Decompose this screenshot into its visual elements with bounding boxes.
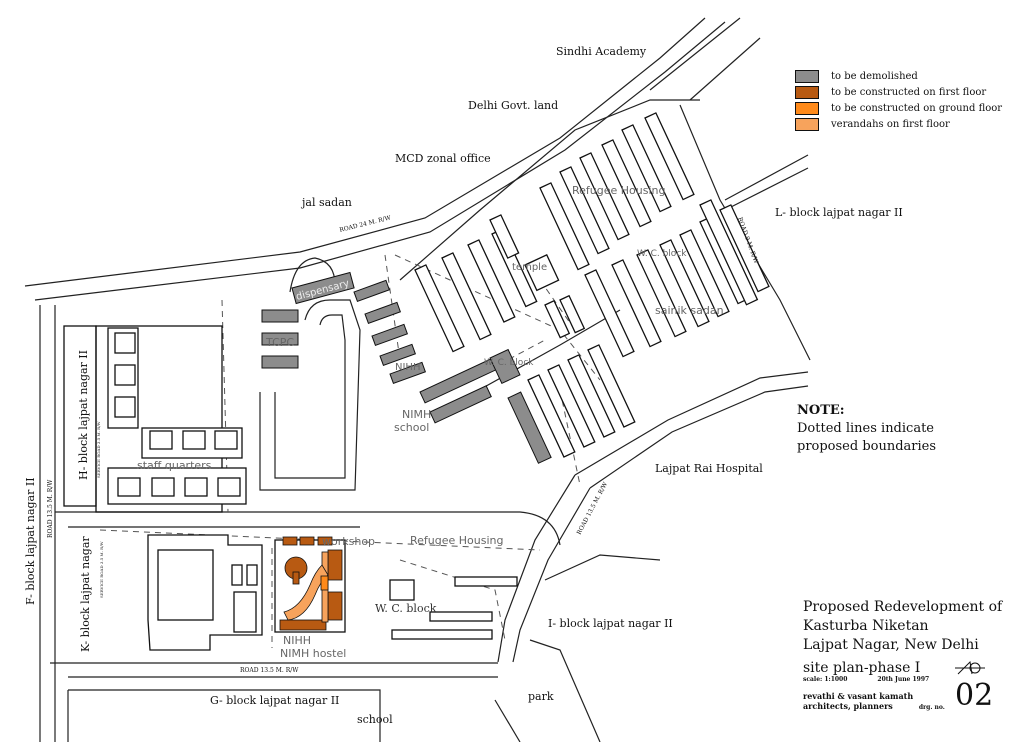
dispensary-building [291, 271, 355, 305]
label-wc-block-2: W. C. block [484, 358, 534, 368]
drawing-number: 02 [955, 678, 994, 713]
label-tcpc: TCPC [265, 336, 294, 349]
label-refugee-housing-bottom: Refugee Housing [410, 534, 504, 547]
label-i-block: I- block lajpat nagar II [548, 617, 673, 630]
legend-item-ground-floor: to be constructed on ground floor [795, 100, 1015, 116]
label-k-block: K- block lajpat nagar [79, 536, 92, 652]
legend-swatch [795, 69, 819, 83]
legend: to be demolished to be constructed on fi… [795, 68, 1015, 132]
drg-no-label: drg. no. [918, 704, 945, 711]
label-sindhi-academy: Sindhi Academy [556, 45, 647, 58]
note-line: Dotted lines indicate [797, 421, 934, 436]
road-network [24, 17, 811, 742]
label-f-block: F- block lajpat nagar II [24, 477, 37, 605]
north-arrow-icon [955, 660, 985, 675]
legend-item-verandahs: verandahs on first floor [795, 116, 1015, 132]
label-l-block: L- block lajpat nagar II [775, 206, 903, 219]
legend-label: to be demolished [831, 70, 918, 82]
legend-label: to be constructed on first floor [831, 86, 987, 98]
legend-swatch [795, 85, 819, 99]
title-line: Proposed Redevelopment of [803, 599, 1003, 615]
label-park: park [528, 690, 554, 703]
demolished-buildings [261, 271, 552, 464]
label-workshop: workshop [322, 535, 375, 548]
label-jal-sadan: jal sadan [300, 196, 352, 209]
legend-label: to be constructed on ground floor [831, 102, 1003, 114]
legend-label: verandahs on first floor [831, 118, 950, 130]
label-nimh-school-2: school [394, 421, 429, 434]
legend-item-first-floor: to be constructed on first floor [795, 84, 1015, 100]
label-service-road-1: SERVICE ROAD 3.5 M. R/W [96, 420, 101, 478]
label-h-block: H- block lajpat nagar II [77, 350, 90, 480]
drawing-phase: site plan-phase I [803, 660, 921, 676]
label-temple: temple [512, 262, 547, 273]
label-refugee-housing-top: Refugee Housing [572, 184, 666, 197]
label-wc-block-3: W. C. block [375, 602, 437, 615]
label-lajpat-rai-hospital: Lajpat Rai Hospital [655, 462, 763, 475]
label-road-13-5-bottom: ROAD 13.5 M. R/W [240, 667, 299, 674]
label-g-block: G- block lajpat nagar II [210, 694, 339, 707]
note-line: proposed boundaries [797, 439, 937, 454]
long-blocks [389, 112, 770, 640]
note-heading: NOTE: [797, 403, 845, 418]
map-labels: Sindhi Academy Delhi Govt. land MCD zona… [24, 45, 903, 726]
label-mcd-zonal-office: MCD zonal office [395, 152, 491, 165]
label-nihh-hostel-2: NIMH hostel [280, 647, 346, 660]
label-nimh-school-1: NIMH [402, 408, 431, 421]
scale-text: scale: 1:1000 [803, 676, 848, 683]
label-sainik-sadan: sainik sadan [655, 304, 724, 317]
title-block: Proposed Redevelopment of Kasturba Niket… [803, 598, 1002, 713]
title-line: Kasturba Niketan [803, 618, 929, 634]
label-service-road-2: SERVICE ROAD 3.5 M. R/W [99, 540, 104, 598]
label-nihh-top: NIHH [395, 362, 420, 373]
legend-item-demolished: to be demolished [795, 68, 1015, 84]
title-line: Lajpat Nagar, New Delhi [803, 637, 979, 653]
date-text: 20th June 1997 [877, 676, 930, 683]
label-road-13-5-left: ROAD 13.5 M. R/W [47, 479, 54, 538]
nimh-hostel-complex [147, 534, 346, 651]
label-staff-quarters: staff quarters [137, 459, 212, 472]
legend-swatch [795, 101, 819, 115]
legend-swatch [795, 117, 819, 131]
firm-name: revathi & vasant kamath [803, 691, 914, 701]
note-block: NOTE: Dotted lines indicate proposed bou… [797, 402, 936, 456]
firm-subtitle: architects, planners [803, 701, 893, 711]
label-road-13-5-right: ROAD 13.5 M. R/W [576, 480, 610, 536]
label-wc-block-1: W. C. block [637, 249, 687, 259]
label-school-bottom: school [357, 713, 393, 726]
staff-quarters-area [63, 325, 247, 513]
label-nihh-hostel-1: NIHH [283, 634, 311, 647]
label-road-24: ROAD 24 M. R/W [339, 214, 393, 234]
label-delhi-govt-land: Delhi Govt. land [468, 99, 558, 112]
